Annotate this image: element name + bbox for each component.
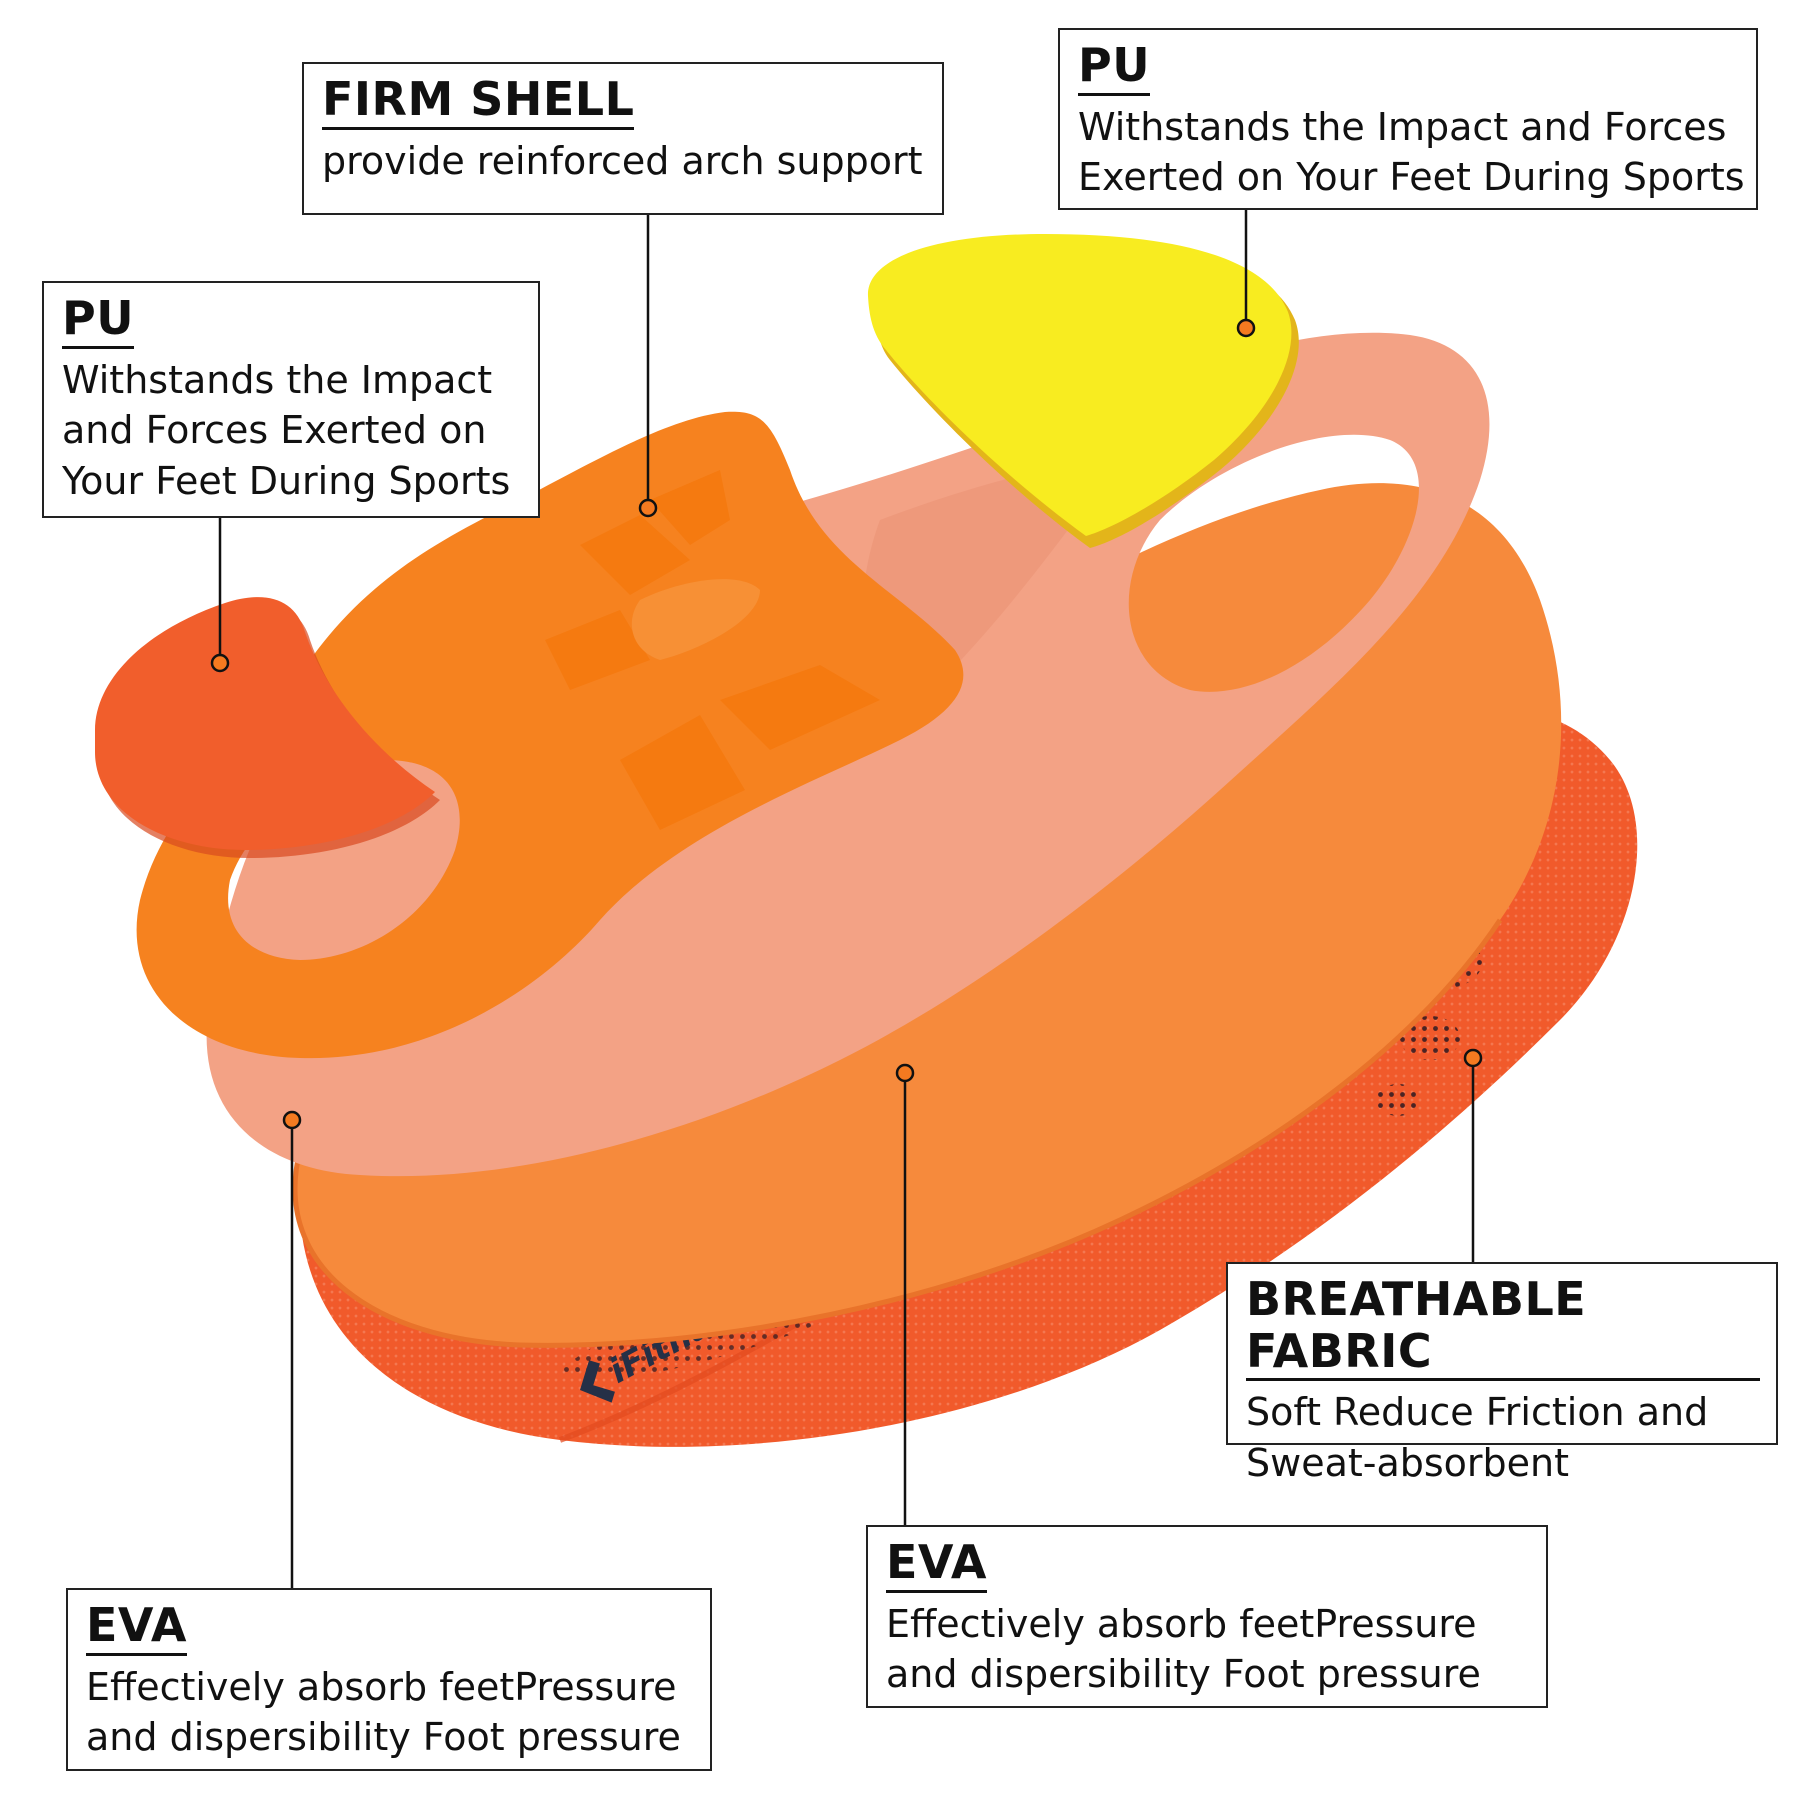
fabric-vent-3 — [1400, 1016, 1460, 1060]
label-breathable-fabric-desc-line: Sweat-absorbent — [1246, 1440, 1570, 1485]
label-firm-shell-desc-line: provide reinforced arch support — [322, 138, 923, 183]
pu-heel-pad — [95, 597, 440, 858]
label-pu-right-title: PU — [1078, 39, 1151, 96]
label-pu-right: PU Withstands the Impact and Forces Exer… — [1058, 28, 1758, 210]
firm-shell-panel-1 — [580, 515, 690, 595]
label-pu-left-desc-line: and Forces Exerted on — [62, 408, 487, 453]
label-eva-bottom-title: EVA — [86, 1599, 188, 1656]
label-pu-right-desc: Withstands the Impact and Forces Exerted… — [1078, 102, 1745, 204]
label-breathable-fabric-title: BREATHABLE FABRIC — [1246, 1273, 1760, 1382]
pu-forefoot-pad-body — [867, 234, 1292, 536]
label-eva-bottom: EVA Effectively absorb feetPressure and … — [66, 1588, 712, 1771]
label-pu-right-desc-line: Exerted on Your Feet During Sports — [1078, 155, 1745, 200]
callout-dot-eva-bottom — [282, 1110, 302, 1130]
label-breathable-fabric-desc: Soft Reduce Friction and Sweat-absorbent — [1246, 1387, 1760, 1489]
label-eva-middle-desc-line: Effectively absorb feetPressure — [886, 1601, 1477, 1646]
label-firm-shell-desc: provide reinforced arch support — [322, 136, 926, 187]
label-firm-shell-title: FIRM SHELL — [322, 73, 635, 130]
label-breathable-fabric-desc-line: Soft Reduce Friction and — [1246, 1390, 1709, 1435]
label-pu-left: PU Withstands the Impact and Forces Exer… — [42, 281, 540, 518]
firm-shell-panel-3 — [545, 610, 650, 690]
callout-dot-eva-middle — [895, 1063, 915, 1083]
label-eva-middle: EVA Effectively absorb feetPressure and … — [866, 1525, 1548, 1708]
callout-dots — [210, 318, 1483, 1130]
firm-shell — [136, 411, 964, 1059]
eva-orange-layer-edge — [292, 918, 1503, 1348]
label-pu-right-desc-line: Withstands the Impact and Forces — [1078, 104, 1727, 149]
firm-shell-panel-5 — [720, 665, 880, 750]
label-pu-left-title: PU — [62, 292, 135, 349]
label-pu-left-desc-line: Your Feet During Sports — [62, 459, 511, 504]
callout-dot-pu-right — [1236, 318, 1256, 338]
firm-shell-ridge — [631, 579, 760, 660]
label-firm-shell: FIRM SHELL provide reinforced arch suppo… — [302, 62, 944, 215]
callout-dot-pu-left — [210, 653, 230, 673]
callout-dot-breathable-fabric — [1463, 1048, 1483, 1068]
label-eva-middle-desc: Effectively absorb feetPressure and disp… — [886, 1599, 1530, 1701]
label-pu-left-desc-line: Withstands the Impact — [62, 357, 493, 402]
label-eva-bottom-desc: Effectively absorb feetPressure and disp… — [86, 1662, 694, 1764]
firm-shell-panel-4 — [620, 715, 745, 830]
label-eva-middle-desc-line: and dispersibility Foot pressure — [886, 1652, 1481, 1697]
brand-arrow-icon — [580, 1360, 615, 1403]
firm-shell-panel-2 — [650, 470, 730, 545]
firm-shell-body — [136, 411, 964, 1059]
label-pu-left-desc: Withstands the Impact and Forces Exerted… — [62, 355, 522, 508]
label-eva-bottom-desc-line: Effectively absorb feetPressure — [86, 1664, 677, 1709]
pu-forefoot-pad — [867, 234, 1299, 548]
pu-heel-pad-body — [95, 597, 435, 850]
callout-dot-firm-shell — [638, 498, 658, 518]
label-eva-middle-title: EVA — [886, 1536, 988, 1593]
fabric-vent-4 — [1376, 1084, 1420, 1116]
label-breathable-fabric: BREATHABLE FABRIC Soft Reduce Friction a… — [1226, 1262, 1778, 1485]
label-eva-bottom-desc-line: and dispersibility Foot pressure — [86, 1715, 681, 1760]
callout-lines — [218, 210, 1475, 1588]
